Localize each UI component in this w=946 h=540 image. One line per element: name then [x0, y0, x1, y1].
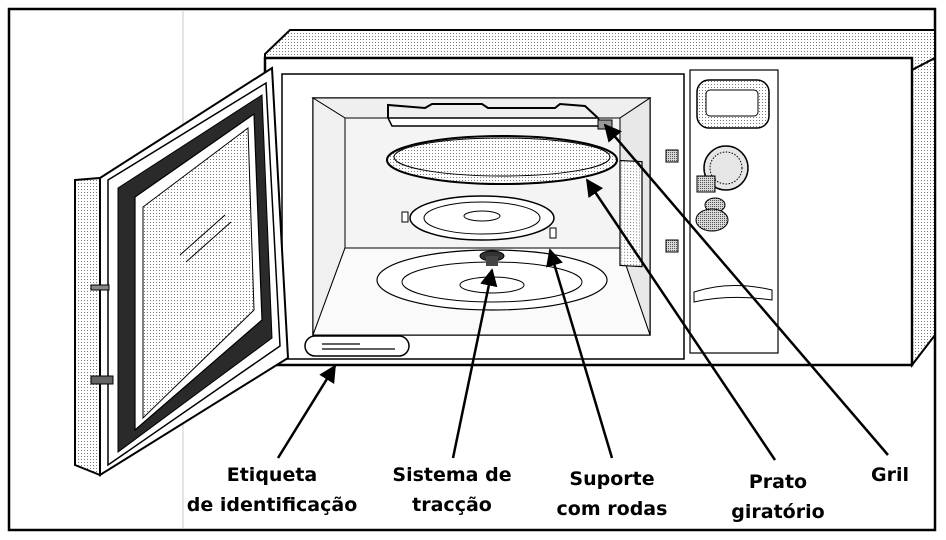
arrow-roller: [546, 248, 614, 459]
label-drive-line2: tracção: [412, 494, 492, 516]
arrow-id-label: [276, 364, 337, 459]
label-drive-line1: Sistema de: [392, 464, 511, 486]
oven-door: [74, 66, 290, 477]
glass-turntable: [386, 135, 618, 185]
label-turntable-line2: giratório: [731, 501, 824, 523]
arrow-drive: [451, 268, 498, 459]
label-id-line1: Etiqueta: [227, 464, 318, 486]
label-turntable-line1: Prato: [749, 471, 807, 493]
label-grill: Gril: [871, 464, 909, 486]
grill-rack: [386, 102, 613, 130]
control-panel: [665, 69, 779, 354]
label-id-line2: de identificação: [187, 494, 358, 516]
label-roller-line1: Suporte: [569, 468, 654, 490]
label-roller-line2: com rodas: [557, 498, 668, 520]
leader-lines: [276, 123, 889, 461]
arrow-grill: [603, 123, 889, 456]
arrow-turntable: [585, 178, 777, 461]
roller-ring: [401, 195, 557, 241]
id-label-plate: [304, 335, 410, 357]
cavity-floor: [376, 249, 608, 311]
